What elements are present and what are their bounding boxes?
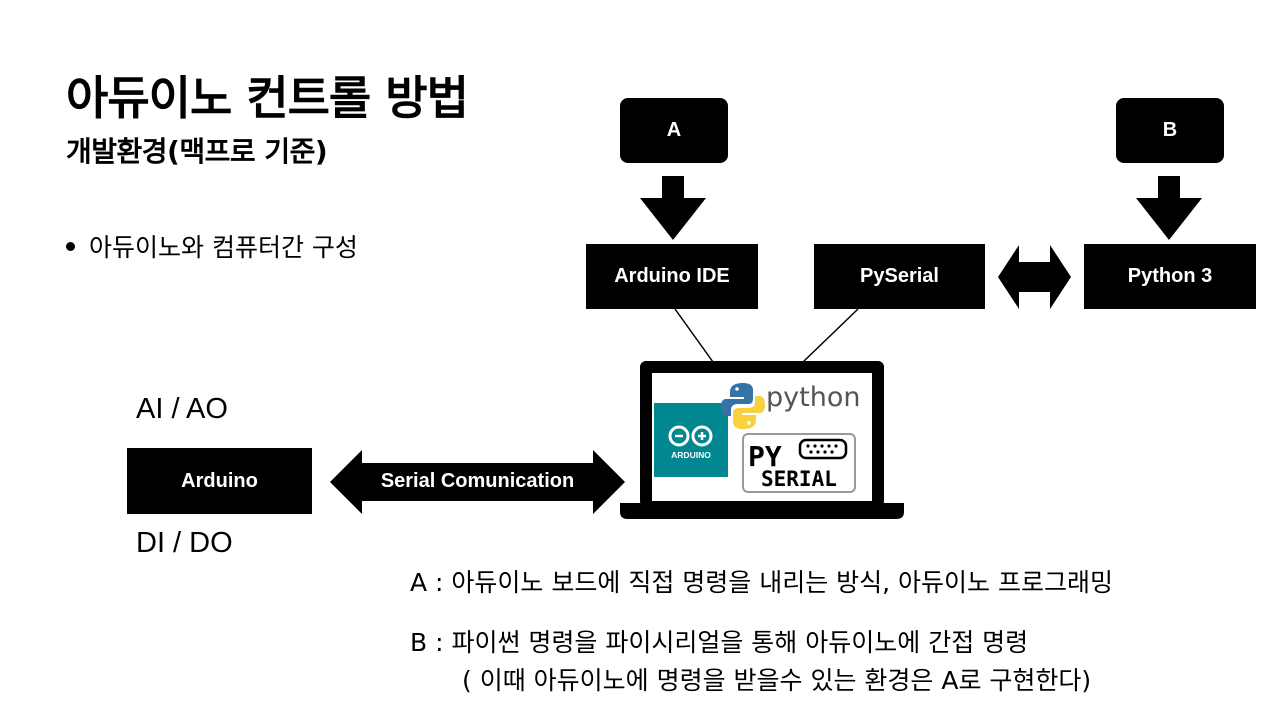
serial-comm-arrow (330, 450, 625, 514)
serial-comm-label: Serial Comunication (380, 470, 575, 492)
arduino-logo-tile (654, 403, 728, 477)
note-b-detail: ( 이때 아듀이노에 명령을 받을수 있는 환경은 A로 구현한다) (462, 666, 1092, 695)
bullet-item: 아듀이노와 컴퓨터간 구성 (66, 228, 358, 264)
python-logo-yellow (733, 396, 765, 429)
note-b: B : 파이썬 명령을 파이시리얼을 통해 아듀이노에 간접 명령 (410, 628, 1029, 657)
node-arduino: Arduino (127, 448, 312, 514)
arrow-b-down (1136, 176, 1202, 240)
bullet-text: 아듀이노와 컴퓨터간 구성 (89, 233, 358, 262)
node-pyserial: PySerial (814, 244, 985, 309)
arduino-logo-text: ARDUINO (671, 450, 711, 460)
label-di-do: DI / DO (136, 527, 233, 559)
page-title: 아듀이노 컨트롤 방법 (66, 71, 469, 125)
laptop-base (620, 503, 904, 519)
pyserial-connector-icon (798, 438, 848, 460)
arrow-a-down (640, 176, 706, 240)
arrow-double-horizontal (998, 245, 1071, 309)
node-b: B (1116, 98, 1224, 163)
bullet-dot (66, 241, 75, 251)
pyserial-logo-serial: SERIAL (761, 467, 837, 491)
python-logo-blue (721, 383, 753, 416)
node-a: A (620, 98, 728, 163)
python-logo-text: python (766, 382, 860, 413)
line-pyserial-to-laptop (802, 308, 859, 363)
arduino-logo-left-ring (668, 425, 690, 447)
page-subtitle: 개발환경(맥프로 기준) (66, 135, 328, 168)
pyserial-logo-py: PY (748, 440, 782, 473)
label-ai-ao: AI / AO (136, 393, 228, 425)
pyserial-logo-frame (742, 433, 856, 493)
note-a: A : 아듀이노 보드에 직접 명령을 내리는 방식, 아듀이노 프로그래밍 (410, 568, 1113, 597)
node-arduino-ide: Arduino IDE (586, 244, 758, 309)
line-ide-to-laptop (674, 308, 714, 363)
node-python3: Python 3 (1084, 244, 1256, 309)
arduino-logo-right-ring (691, 425, 713, 447)
